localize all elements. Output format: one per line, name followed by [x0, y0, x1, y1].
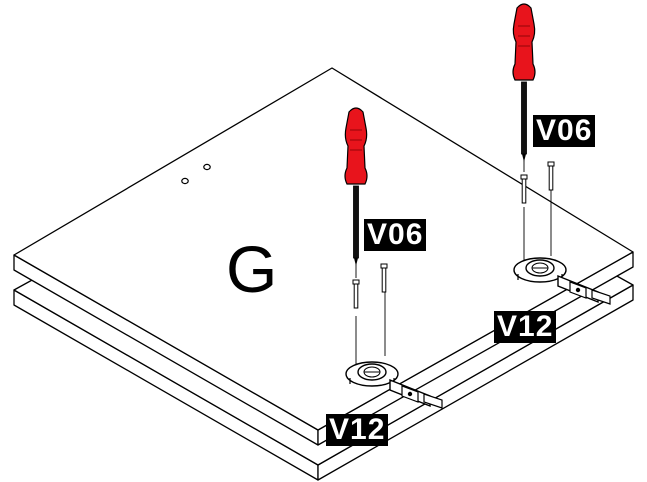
screwdriver-label-left: V06 [364, 219, 427, 251]
top-panel [13, 67, 634, 446]
hinge-label-right: V12 [494, 311, 557, 343]
panel-letter: G [226, 232, 278, 306]
panel-hole [181, 177, 189, 185]
panel-hole [203, 163, 211, 171]
screw-icon [547, 161, 555, 191]
screwdriver-icon [512, 3, 536, 162]
screwdriver-icon [344, 107, 368, 266]
screwdriver-label-right: V06 [533, 115, 596, 147]
screw-icon [520, 174, 528, 204]
screw-icon [380, 263, 388, 293]
screw-icon [352, 279, 360, 309]
hinge-label-left: V12 [326, 414, 389, 446]
